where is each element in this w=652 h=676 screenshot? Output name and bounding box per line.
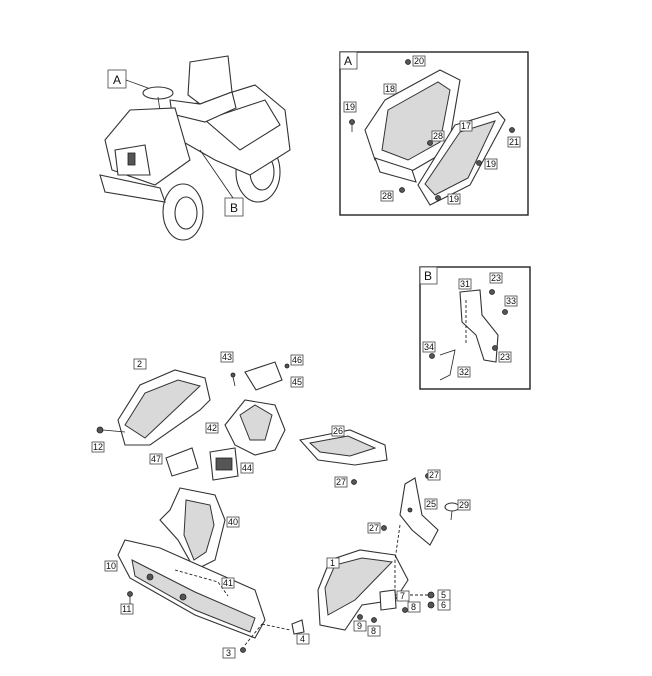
callout-47: 47 bbox=[151, 454, 161, 464]
detail-view-a: A 20 19 18 17 28 21 19 28 19 bbox=[339, 51, 529, 216]
main-callouts: 2 12 43 46 45 42 47 44 26 27 40 10 41 11… bbox=[91, 351, 471, 659]
callout-2: 2 bbox=[137, 359, 142, 369]
callout-6: 6 bbox=[441, 600, 446, 610]
callout-12: 12 bbox=[93, 442, 103, 452]
exploded-assembly bbox=[96, 361, 460, 653]
callout-11: 11 bbox=[122, 604, 131, 614]
detail-a-label: A bbox=[344, 54, 352, 68]
view-tag-b-box bbox=[224, 197, 244, 217]
callout-17: 17 bbox=[461, 121, 471, 131]
callout-32: 32 bbox=[459, 367, 469, 377]
callout-21: 21 bbox=[509, 137, 519, 147]
detail-view-b: B 23 31 33 34 23 32 bbox=[419, 266, 531, 390]
callout-8: 8 bbox=[411, 602, 416, 612]
view-tag-a: A bbox=[113, 73, 121, 87]
view-tag-a-box bbox=[107, 69, 127, 89]
callout-28: 28 bbox=[382, 191, 392, 201]
callout-8: 8 bbox=[371, 626, 376, 636]
callout-1: 1 bbox=[330, 558, 335, 568]
callout-7: 7 bbox=[400, 591, 405, 601]
callout-18: 18 bbox=[385, 84, 395, 94]
callout-19: 19 bbox=[345, 102, 355, 112]
callout-20: 20 bbox=[414, 56, 424, 66]
callout-45: 45 bbox=[292, 377, 302, 387]
callout-27: 27 bbox=[336, 477, 346, 487]
callout-27: 27 bbox=[429, 470, 439, 480]
callout-27: 27 bbox=[369, 523, 379, 533]
callout-41: 41 bbox=[223, 578, 233, 588]
callout-10: 10 bbox=[106, 561, 116, 571]
view-tag-b: B bbox=[230, 201, 238, 215]
callout-3: 3 bbox=[226, 648, 231, 658]
callout-44: 44 bbox=[242, 463, 252, 473]
tractor-overview: A B bbox=[99, 55, 291, 241]
callout-9: 9 bbox=[357, 621, 362, 631]
callout-34: 34 bbox=[424, 342, 434, 352]
callout-4: 4 bbox=[300, 634, 305, 644]
callout-19: 19 bbox=[486, 159, 496, 169]
callout-40: 40 bbox=[228, 517, 238, 527]
detail-b-label: B bbox=[424, 269, 432, 283]
callout-29: 29 bbox=[459, 500, 469, 510]
callout-31: 31 bbox=[460, 279, 470, 289]
callout-33: 33 bbox=[506, 296, 516, 306]
callout-19: 19 bbox=[449, 194, 459, 204]
callout-5: 5 bbox=[441, 590, 446, 600]
callout-43: 43 bbox=[222, 352, 232, 362]
callout-28: 28 bbox=[433, 131, 443, 141]
callout-26: 26 bbox=[333, 426, 343, 436]
callout-25: 25 bbox=[426, 499, 436, 509]
callout-23: 23 bbox=[491, 273, 501, 283]
callout-42: 42 bbox=[207, 423, 217, 433]
callout-23: 23 bbox=[500, 352, 510, 362]
callout-46: 46 bbox=[292, 355, 302, 365]
